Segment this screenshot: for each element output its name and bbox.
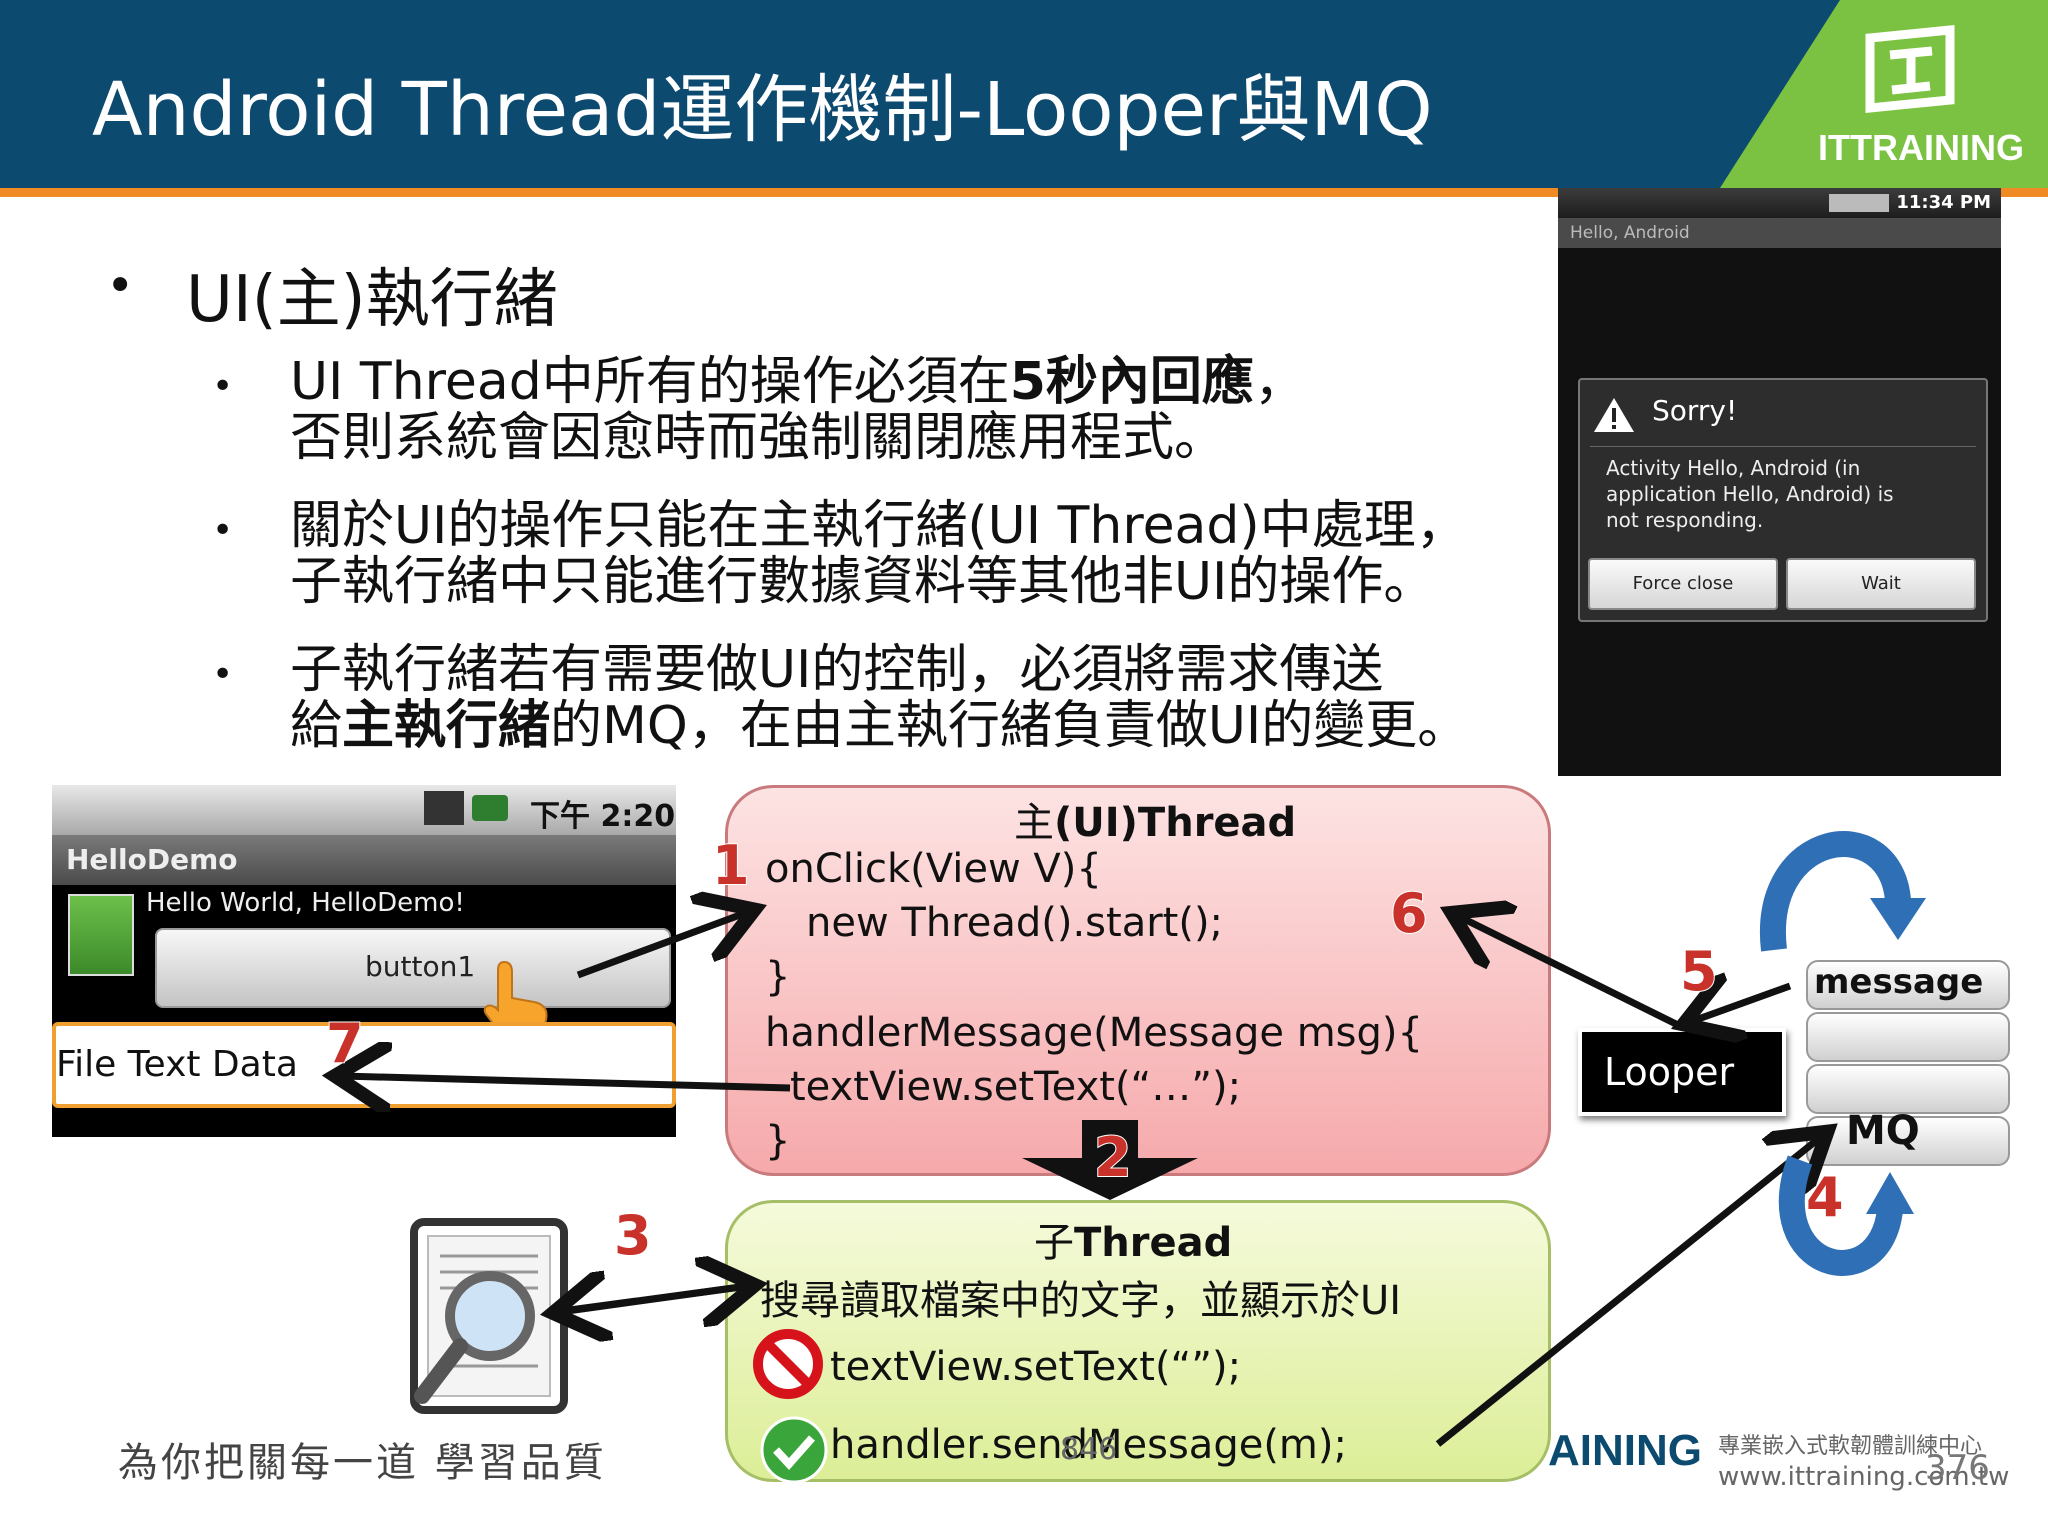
page-number: 376 [1925,1448,1990,1488]
battery-icon [472,795,508,821]
step-number-5: 5 [1679,939,1719,1004]
dialog-message-1: Activity Hello, Android (in [1606,456,1861,480]
sub-bullet-3-text-a: 給 [290,696,343,756]
android-app-icon [68,894,134,976]
code-line: } [765,1118,791,1164]
arrow-4 [1435,1136,1822,1447]
sub-bullet-1-emphasis: 5秒內回應 [1009,352,1254,412]
mq-slot-message: message [1806,960,2010,1010]
code-line: textView.setText(“…”); [790,1064,1242,1110]
hellodemo-appbar: HelloDemo [52,835,676,885]
sub-thread-box [725,1200,1551,1482]
step-number-3: 3 [613,1203,653,1268]
arrow-5 [1690,986,1792,1022]
checkmark-icon [760,1416,828,1484]
code-line: handlerMessage(Message msg){ [765,1010,1423,1056]
phone-status-bar: 11:34 PM [1558,188,2001,218]
step-number-4: 4 [1805,1165,1845,1230]
dialog-message-3: not responding. [1606,508,1764,532]
mq-message-label: message [1814,962,1984,1002]
sub-bullet-1-line2: 否則系統會因愈時而強制關閉應用程式。 [290,408,1227,468]
logo-icon [1865,25,1955,113]
ui-thread-title: 主(UI)Thread [1014,790,1296,848]
mq-slot [1806,1064,2010,1114]
code-line: } [765,954,791,1000]
dialog-divider [1590,446,1976,447]
logo-area: ITTRAINING [1720,0,2048,188]
slide-title: Android Thread運作機制-Looper與MQ [92,67,1433,153]
cycle-arrow-top-head [1870,898,1926,940]
code-bad: textView.setText(“”); [830,1344,1242,1390]
button1[interactable]: button1 [155,928,671,1008]
ui-thread-title-cn: 主 [1014,800,1054,846]
sub-thread-desc: 搜尋讀取檔案中的文字，並顯示於UI [760,1278,1402,1324]
hellodemo-hello-text: Hello World, HelloDemo! [146,888,465,918]
sub-bullet-2-line1: 關於UI的操作只能在主執行緒(UI Thread)中處理， [290,496,1468,556]
signal-icon [424,791,464,825]
hellodemo-status-time: 下午 2:20 [530,799,676,834]
hellodemo-app-title: HelloDemo [66,843,238,876]
mq-label: MQ [1846,1108,1920,1154]
ui-thread-box [725,785,1551,1176]
bullet-dot: • [106,258,135,314]
phone-status-time: 11:34 PM [1896,192,1991,213]
mq-slot [1806,1012,2010,1062]
sub-bullet-dot: • [212,366,234,407]
ui-thread-title-en: (UI)Thread [1054,800,1297,846]
logo-text: ITTRAINING [1818,127,2024,168]
sub-bullet-3-emphasis: 主執行緒 [342,696,551,756]
hellodemo-status-bar: 下午 2:20 [52,785,676,835]
step-number-1: 1 [711,833,751,898]
wait-button[interactable]: Wait [1786,558,1976,610]
footer-logo-text: AINING [1548,1426,1702,1475]
sub-bullet-3-line1: 子執行緒若有需要做UI的控制，必須將需求傳送 [290,640,1384,700]
header-bar [0,0,2048,188]
header-stripe [0,188,2048,197]
cycle-arrow-bottom [1778,1155,1903,1276]
main-bullet: UI(主)執行緒 [186,263,558,337]
sub-bullet-2-line2: 子執行緒中只能進行數據資料等其他非UI的操作。 [290,552,1436,612]
signal-battery-icon [1829,194,1889,212]
file-text-value: File Text Data [56,1044,298,1085]
phone-app-titlebar: Hello, Android [1558,218,2001,248]
arrow-1 [576,912,748,979]
cycle-arrow-bottom-head [1866,1172,1914,1214]
arrow-3-left [560,1286,749,1312]
footer-page-number: 846 [1060,1432,1118,1467]
forbidden-icon [753,1329,823,1399]
sub-thread-title-en: Thread [1074,1220,1233,1266]
phone-app-title: Hello, Android [1570,223,1690,243]
sub-bullet-3-line2: 給主執行緒的MQ，在由主執行緒負責做UI的變更。 [290,698,1469,754]
arrow-7 [342,1076,791,1088]
sub-thread-title-cn: 子 [1034,1220,1074,1266]
force-close-button[interactable]: Force close [1588,558,1778,610]
arrow-6 [1458,916,1682,1030]
dialog-title: Sorry! [1652,394,1738,427]
warning-icon [1594,398,1634,432]
button1-label: button1 [365,950,476,983]
sub-bullet-1-text: UI Thread中所有的操作必須在 [290,352,1010,412]
code-good: handler.sendMessage(m); [830,1422,1347,1468]
code-line: onClick(View V){ [765,846,1102,892]
footer-slogan: 為你把關每一道 學習品質 [118,1440,607,1486]
step-number-7: 7 [325,1011,365,1076]
sub-bullet-3-text-c: 的MQ，在由主執行緒負責做UI的變更。 [550,696,1470,756]
down-arrow-2 [1022,1120,1198,1200]
code-line: new Thread().start(); [806,900,1224,946]
footer-url: www.ittraining.com.tw [1718,1462,2010,1492]
step-number-2: 2 [1093,1125,1133,1190]
sub-bullet-1-line1: UI Thread中所有的操作必須在5秒內回應， [290,354,1306,410]
cycle-arrow-top [1759,831,1911,952]
dialog-message-2: application Hello, Android) is [1606,482,1894,506]
sub-bullet-dot: • [212,654,234,695]
footer-brand-cn: 專業嵌入式軟韌體訓練中心 [1718,1434,1983,1459]
step-number-6: 6 [1389,881,1429,946]
anr-dialog: Sorry! Activity Hello, Android (in appli… [1578,378,1988,622]
sub-bullet-1-comma: ， [1253,352,1306,412]
sub-thread-title: 子Thread [1034,1210,1232,1268]
mq-slot [1806,1116,2010,1166]
sub-bullet-dot: • [212,510,234,551]
